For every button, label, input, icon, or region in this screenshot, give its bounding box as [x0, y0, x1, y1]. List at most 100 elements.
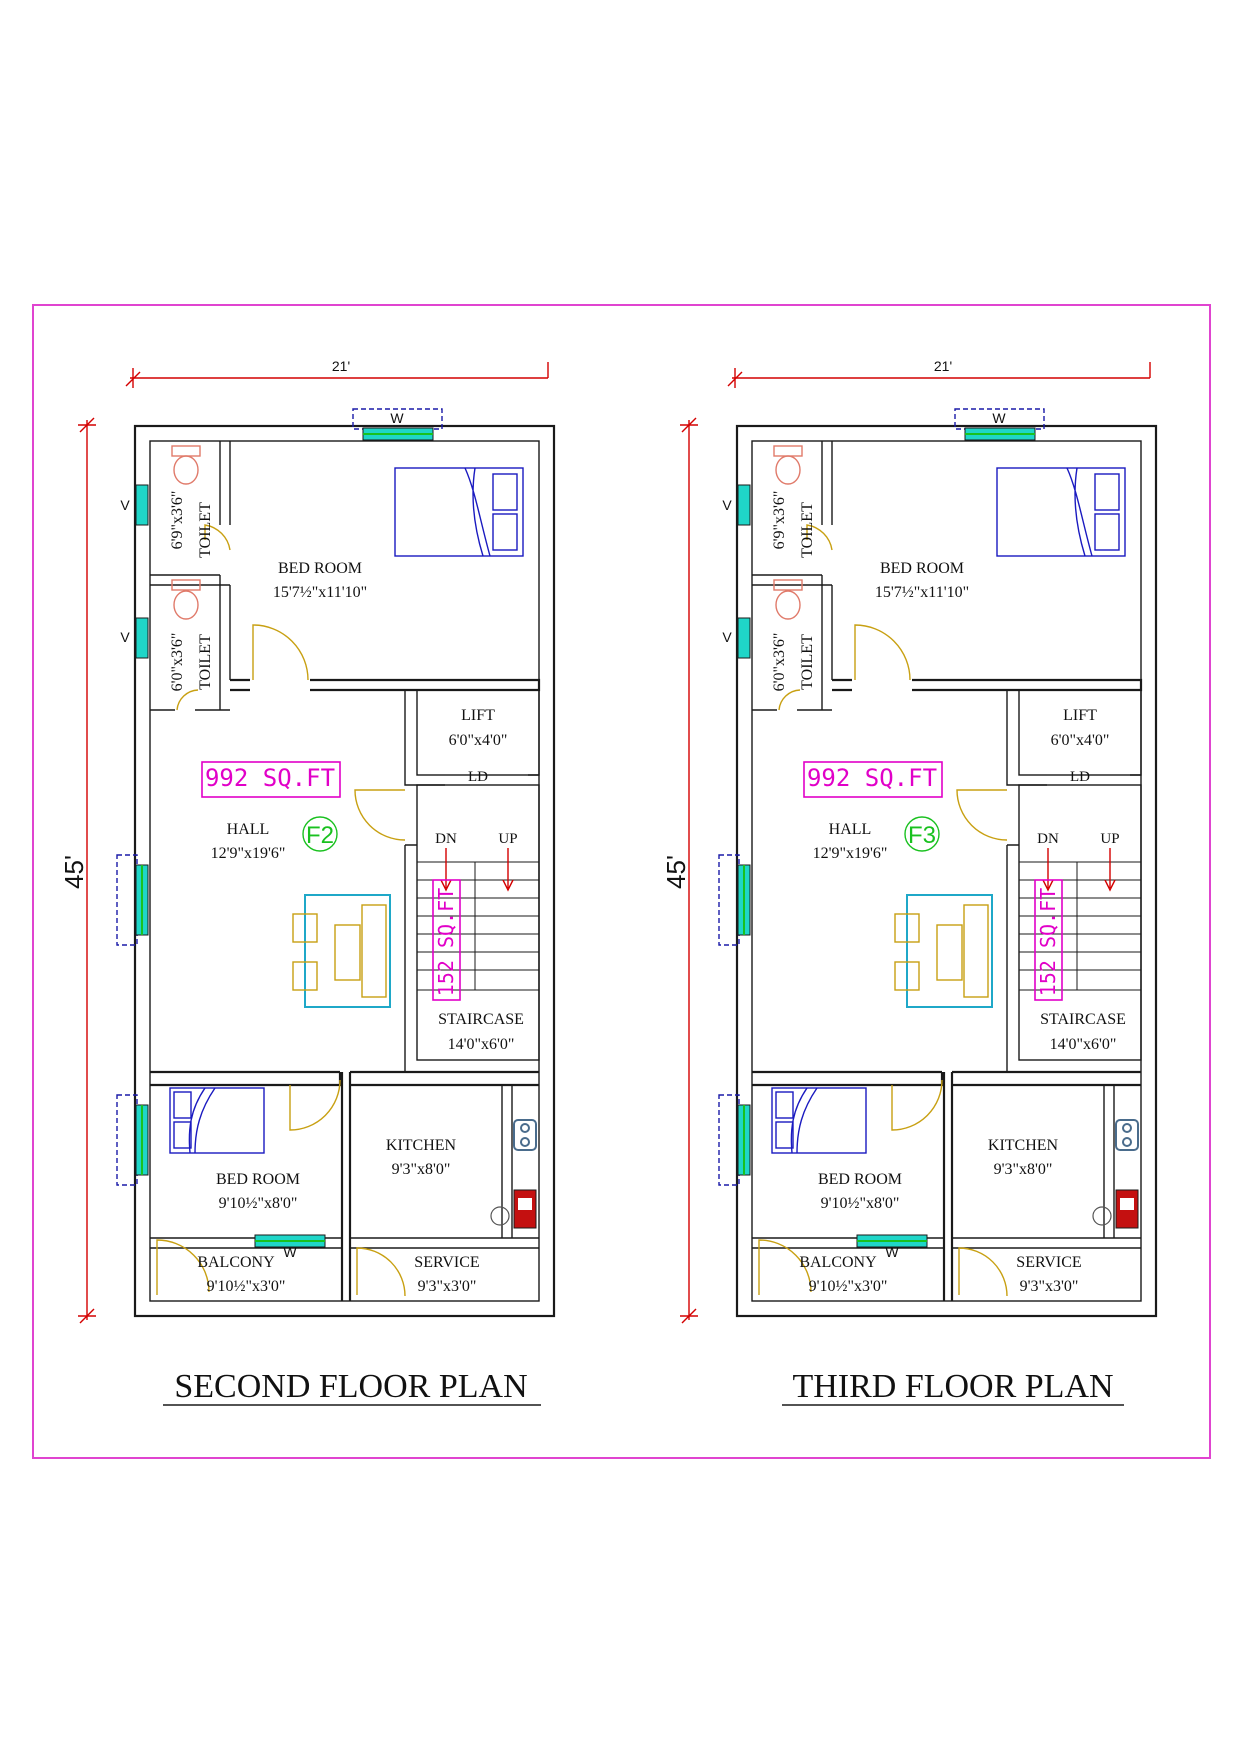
- staircase-size: 14'0"x6'0": [448, 1036, 515, 1053]
- toilet2-size: 6'0"x3'6": [771, 633, 788, 692]
- stair-arrow-icon: [440, 848, 514, 892]
- toilet2-name: TOILET: [799, 634, 816, 690]
- width-dimension: 21': [125, 358, 549, 388]
- vent-label-1: V: [120, 497, 130, 513]
- sheet-border: [32, 304, 1211, 1459]
- hall-size: 12'9"x19'6": [211, 845, 286, 862]
- stair-area-label: 152 SQ.FT: [1036, 888, 1060, 996]
- length-dimension-label: 45': [661, 855, 691, 889]
- length-dimension: 45': [661, 417, 698, 1324]
- service-name: SERVICE: [1016, 1254, 1081, 1271]
- staircase-box: [416, 784, 540, 1061]
- bed-icon: [996, 467, 1126, 557]
- toilet-icon: [773, 445, 803, 620]
- hall-window-icon: [718, 854, 751, 946]
- bedroom2-size: 9'10½"x8'0": [219, 1195, 298, 1212]
- bed-icon: [169, 1087, 265, 1154]
- floor-badge-label: F3: [908, 822, 936, 849]
- lift-door-label: LD: [1070, 769, 1090, 785]
- vent-icon: V V: [120, 484, 149, 659]
- staircase-name: STAIRCASE: [1040, 1011, 1126, 1028]
- balcony-window-icon: W: [856, 1234, 928, 1260]
- top-window-icon: W: [352, 408, 443, 441]
- outer-wall: [133, 424, 556, 1318]
- top-window-label: W: [390, 410, 404, 426]
- staircase-size: 14'0"x6'0": [1050, 1036, 1117, 1053]
- length-dimension-label: 45': [59, 855, 89, 889]
- lift-name: LIFT: [461, 707, 495, 724]
- lift-door-label: LD: [468, 769, 488, 785]
- kitchen-name: KITCHEN: [386, 1137, 457, 1154]
- toilet2-size: 6'0"x3'6": [169, 633, 186, 692]
- kitchen-size: 9'3"x8'0": [392, 1161, 451, 1178]
- floor-area-label: 992 SQ.FT: [807, 764, 937, 792]
- bedroom1-name: BED ROOM: [278, 560, 362, 577]
- left-window-icon: [718, 1094, 751, 1186]
- top-window-icon: W: [954, 408, 1045, 441]
- plan-title: THIRD FLOOR PLAN: [792, 1368, 1113, 1405]
- stove-icon: [513, 1119, 537, 1151]
- balcony-name: BALCONY: [799, 1254, 877, 1271]
- top-window-label: W: [992, 410, 1006, 426]
- kitchen-size: 9'3"x8'0": [994, 1161, 1053, 1178]
- stair-area-box: [432, 879, 461, 1001]
- width-dimension-label: 21': [934, 358, 952, 374]
- stair-down-label: DN: [1037, 831, 1059, 847]
- service-name: SERVICE: [414, 1254, 479, 1271]
- toilet1-size: 6'9"x3'6": [771, 491, 788, 550]
- toilet-icon: [171, 445, 201, 620]
- width-dimension-label: 21': [332, 358, 350, 374]
- vent-label-2: V: [120, 629, 130, 645]
- left-window-icon: [116, 1094, 149, 1186]
- hall-window-icon: [116, 854, 149, 946]
- length-dimension: 45': [59, 417, 96, 1324]
- bedroom-wall: [832, 678, 1143, 692]
- width-dimension: 21': [727, 358, 1151, 388]
- balcony-window-label: W: [885, 1244, 899, 1260]
- sofa-set-icon: [894, 894, 993, 1008]
- floor-area-box: [201, 761, 341, 798]
- plan-title: SECOND FLOOR PLAN: [174, 1368, 527, 1405]
- toilet1-name: TOILET: [799, 502, 816, 558]
- floor-badge: [904, 816, 940, 852]
- balcony-window-icon: W: [254, 1234, 326, 1260]
- stair-up-label: UP: [1100, 831, 1119, 847]
- toilet1-size: 6'9"x3'6": [169, 491, 186, 550]
- hall-name: HALL: [829, 821, 872, 838]
- second-floor-plan: 21' 45' W: [59, 358, 556, 1406]
- toilet2-name: TOILET: [197, 634, 214, 690]
- floor-area-box: [803, 761, 943, 798]
- lift-size: 6'0"x4'0": [449, 732, 508, 749]
- stair-up-label: UP: [498, 831, 517, 847]
- bedroom1-size: 15'7½"x11'10": [273, 584, 367, 601]
- lift-shaft: [1018, 689, 1142, 776]
- lift-size: 6'0"x4'0": [1051, 732, 1110, 749]
- vent-label-1: V: [722, 497, 732, 513]
- service-size: 9'3"x3'0": [418, 1278, 477, 1295]
- bedroom1-name: BED ROOM: [880, 560, 964, 577]
- service-size: 9'3"x3'0": [1020, 1278, 1079, 1295]
- floor-area-label: 992 SQ.FT: [205, 764, 335, 792]
- bedroom2-name: BED ROOM: [216, 1171, 300, 1188]
- lift-name: LIFT: [1063, 707, 1097, 724]
- balcony-size: 9'10½"x3'0": [809, 1278, 888, 1295]
- vent-icon: V V: [722, 484, 751, 659]
- sink-icon: [490, 1189, 537, 1229]
- stair-area-box: [1034, 879, 1063, 1001]
- stair-arrow-icon: [1042, 848, 1116, 892]
- third-floor-plan: 21' 45' W: [661, 358, 1158, 1406]
- bedroom1-size: 15'7½"x11'10": [875, 584, 969, 601]
- stove-icon: [1115, 1119, 1139, 1151]
- stair-treads: [1019, 861, 1141, 991]
- bed-icon: [771, 1087, 867, 1154]
- outer-wall: [735, 424, 1158, 1318]
- floor-badge: [302, 816, 338, 852]
- hall-name: HALL: [227, 821, 270, 838]
- bed-icon: [394, 467, 524, 557]
- kitchen-name: KITCHEN: [988, 1137, 1059, 1154]
- staircase-name: STAIRCASE: [438, 1011, 524, 1028]
- bedroom2-size: 9'10½"x8'0": [821, 1195, 900, 1212]
- balcony-size: 9'10½"x3'0": [207, 1278, 286, 1295]
- stair-treads: [417, 861, 539, 991]
